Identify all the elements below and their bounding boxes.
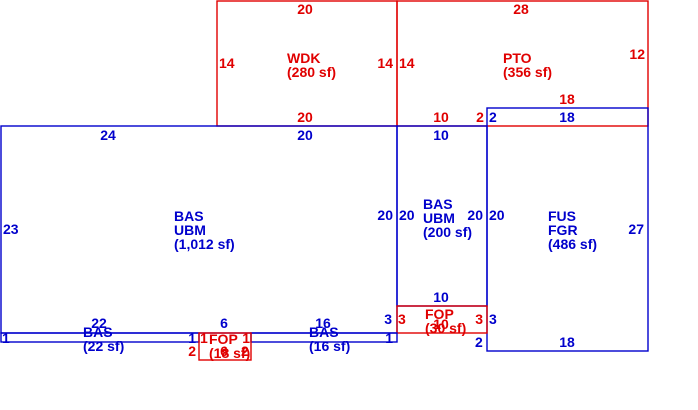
- bas-left-dim-right: 1: [188, 330, 196, 346]
- fus-sub: FGR: [548, 222, 578, 238]
- wdk-area: (280 sf): [287, 64, 336, 80]
- bas-main-sub: UBM: [174, 222, 206, 238]
- bas-mid-area: (200 sf): [423, 224, 472, 240]
- pto-dim-riser: 2: [476, 109, 484, 125]
- bas-left-code: BAS: [83, 324, 113, 340]
- fop-mid-dim-left: 3: [398, 311, 406, 327]
- pto-dim-left: 14: [399, 55, 415, 71]
- fop-small-dim-right-2: 2: [241, 343, 249, 359]
- bas-mid-dim-right: 20: [467, 207, 483, 223]
- bas-mid-code: BAS: [423, 196, 453, 212]
- bas-right-dim-top: 16: [315, 315, 331, 331]
- fop-small-outline: [198, 332, 252, 361]
- fus-dim-left: 20: [489, 207, 505, 223]
- wdk-dim-top: 20: [297, 1, 313, 17]
- fus-dim-bottom: 18: [559, 334, 575, 350]
- wdk-dim-left: 14: [219, 55, 235, 71]
- pto-dim-step: 18: [559, 91, 575, 107]
- fop-mid-dim-right: 3: [475, 311, 483, 327]
- wdk-code: WDK: [287, 50, 320, 66]
- bas-mid-dim-left: 20: [399, 207, 415, 223]
- pto-area: (356 sf): [503, 64, 552, 80]
- pto-code: PTO: [503, 50, 532, 66]
- fop-small-dim-bottom: 6: [220, 343, 228, 359]
- fus-dim-bottom-left: 2: [475, 334, 483, 350]
- wdk-dim-right: 14: [377, 55, 393, 71]
- bas-main-area: (1,012 sf): [174, 236, 235, 252]
- fop-small-area: (18 sf): [209, 345, 250, 361]
- fop-mid-dim-top: 10: [433, 316, 449, 332]
- pto-dim-top: 28: [513, 1, 529, 17]
- pto-dim-right: 12: [629, 46, 645, 62]
- bas-main-code: BAS: [174, 208, 204, 224]
- fop-mid-outline: [396, 305, 488, 334]
- fus-dim-right: 27: [628, 221, 644, 237]
- fus-outline: [486, 107, 649, 352]
- fop-small-dim-left-2: 2: [188, 343, 196, 359]
- fus-dim-top: 18: [559, 109, 575, 125]
- fop-small-dim-right-1: 1: [242, 330, 250, 346]
- bas-main-dim-top-right: 20: [297, 127, 313, 143]
- bas-mid-sub: UBM: [423, 210, 455, 226]
- pto-outline: [396, 0, 649, 127]
- bas-right-area: (16 sf): [309, 338, 350, 354]
- wdk-dim-bottom: 20: [297, 109, 313, 125]
- bas-left-dim-left: 1: [2, 330, 10, 346]
- bas-right-dim-right: 1: [385, 330, 393, 346]
- fus-code: FUS: [548, 208, 576, 224]
- fop-mid-area: (30 sf): [425, 320, 466, 336]
- fus-dim-lower-left: 3: [489, 311, 497, 327]
- fus-dim-top-left: 2: [489, 109, 497, 125]
- bas-main-dim-top: 24: [100, 127, 116, 143]
- bas-main-dim-right: 20: [377, 207, 393, 223]
- bas-left-area: (22 sf): [83, 338, 124, 354]
- bas-right-code: BAS: [309, 324, 339, 340]
- bas-mid-dim-top: 10: [433, 127, 449, 143]
- fop-small-code: FOP: [209, 331, 238, 347]
- bas-right-dim-upper-right: 3: [384, 311, 392, 327]
- bas-main-dim-left: 23: [3, 221, 19, 237]
- fop-mid-code: FOP: [425, 306, 454, 322]
- bas-mid-dim-bottom: 10: [433, 289, 449, 305]
- fus-area: (486 sf): [548, 236, 597, 252]
- bas-left-dim-top: 22: [91, 315, 107, 331]
- fop-small-dim-left-1: 1: [200, 330, 208, 346]
- pto-dim-bottom: 10: [433, 109, 449, 125]
- fop-small-dim-top: 6: [220, 315, 228, 331]
